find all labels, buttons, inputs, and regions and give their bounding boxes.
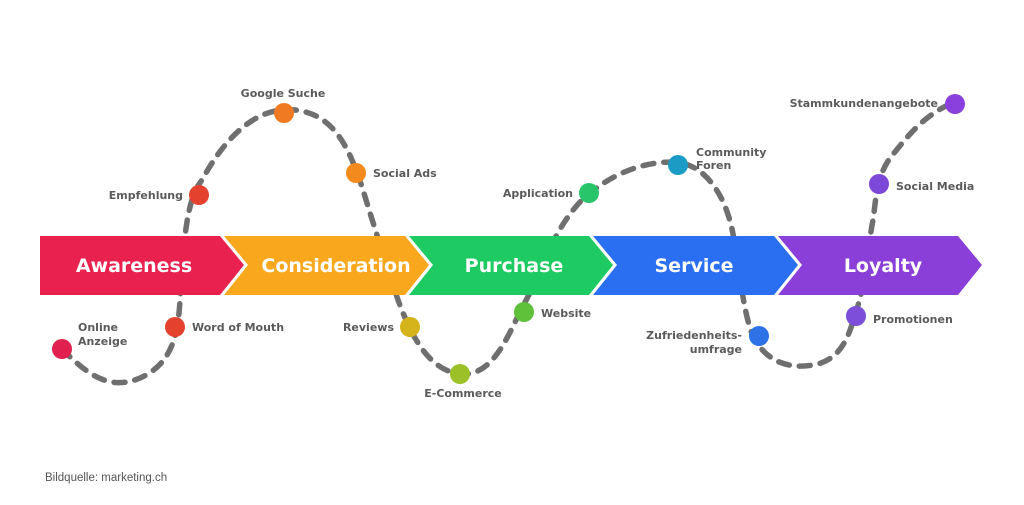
touchpoint-label: Zufriedenheits- — [646, 329, 742, 342]
touchpoint-label: Word of Mouth — [192, 321, 284, 334]
touchpoint-reviews: Reviews — [343, 317, 420, 337]
touchpoint-dot — [189, 185, 209, 205]
touchpoint-label: Google Suche — [241, 87, 326, 100]
touchpoint-dot — [869, 174, 889, 194]
stage-label-awareness: Awareness — [76, 255, 192, 277]
touchpoint-label: Social Media — [896, 180, 974, 193]
stage-awareness: Awareness — [40, 236, 244, 295]
stage-label-purchase: Purchase — [465, 255, 564, 277]
stage-arrow-service — [593, 236, 798, 295]
stage-arrow-loyalty — [778, 236, 982, 295]
stage-loyalty: Loyalty — [778, 236, 982, 295]
touchpoint-label-line2: Foren — [696, 159, 731, 172]
touchpoint-label: Website — [541, 307, 591, 320]
touchpoint-dot — [514, 302, 534, 322]
touchpoint-dot — [400, 317, 420, 337]
touchpoint-label: Empfehlung — [109, 189, 183, 202]
touchpoint-promotionen: Promotionen — [846, 306, 953, 326]
touchpoint-label: E-Commerce — [424, 387, 502, 400]
stage-label-service: Service — [655, 255, 734, 277]
touchpoint-label: Stammkundenangebote — [790, 97, 938, 110]
touchpoint-online-anzeige: Online Anzeige — [52, 321, 127, 359]
touchpoint-dot — [165, 317, 185, 337]
stage-label-consideration: Consideration — [261, 255, 410, 277]
touchpoint-dot — [749, 326, 769, 346]
touchpoint-community-foren: Community Foren — [668, 146, 766, 175]
touchpoint-dot — [346, 163, 366, 183]
touchpoint-application: Application — [503, 183, 599, 203]
touchpoint-label-line2: umfrage — [690, 343, 742, 356]
touchpoint-word-of-mouth: Word of Mouth — [165, 317, 284, 337]
touchpoint-label: Promotionen — [873, 313, 953, 326]
image-source-caption: Bildquelle: marketing.ch — [45, 472, 168, 484]
stage-arrow-purchase — [409, 236, 613, 295]
touchpoint-label: Community — [696, 146, 766, 159]
stage-arrow-awareness — [40, 236, 244, 295]
stage-purchase: Purchase — [409, 236, 613, 295]
touchpoint-dot — [846, 306, 866, 326]
touchpoint-label-line2: Anzeige — [78, 335, 127, 348]
touchpoint-label: Application — [503, 187, 573, 200]
touchpoint-dot — [450, 364, 470, 384]
touchpoint-label: Reviews — [343, 321, 394, 334]
touchpoint-e-commerce: E-Commerce — [424, 364, 502, 400]
stage-service: Service — [593, 236, 798, 295]
touchpoint-dot — [945, 94, 965, 114]
touchpoint-google-suche: Google Suche — [241, 87, 326, 123]
touchpoint-dot — [579, 183, 599, 203]
stage-consideration: Consideration — [224, 236, 429, 295]
touchpoint-zufriedenheitsumfrage: Zufriedenheits- umfrage — [646, 326, 769, 356]
touchpoint-label: Social Ads — [373, 167, 437, 180]
touchpoint-label: Online — [78, 321, 118, 334]
touchpoint-social-ads: Social Ads — [346, 163, 437, 183]
stage-arrow-consideration — [224, 236, 429, 295]
touchpoint-dot — [668, 155, 688, 175]
touchpoint-website: Website — [514, 302, 591, 322]
touchpoint-empfehlung: Empfehlung — [109, 185, 209, 205]
touchpoint-dot — [52, 339, 72, 359]
touchpoint-social-media: Social Media — [869, 174, 974, 194]
touchpoint-stammkundenangebote: Stammkundenangebote — [790, 94, 965, 114]
stage-label-loyalty: Loyalty — [844, 255, 923, 277]
touchpoint-dot — [274, 103, 294, 123]
